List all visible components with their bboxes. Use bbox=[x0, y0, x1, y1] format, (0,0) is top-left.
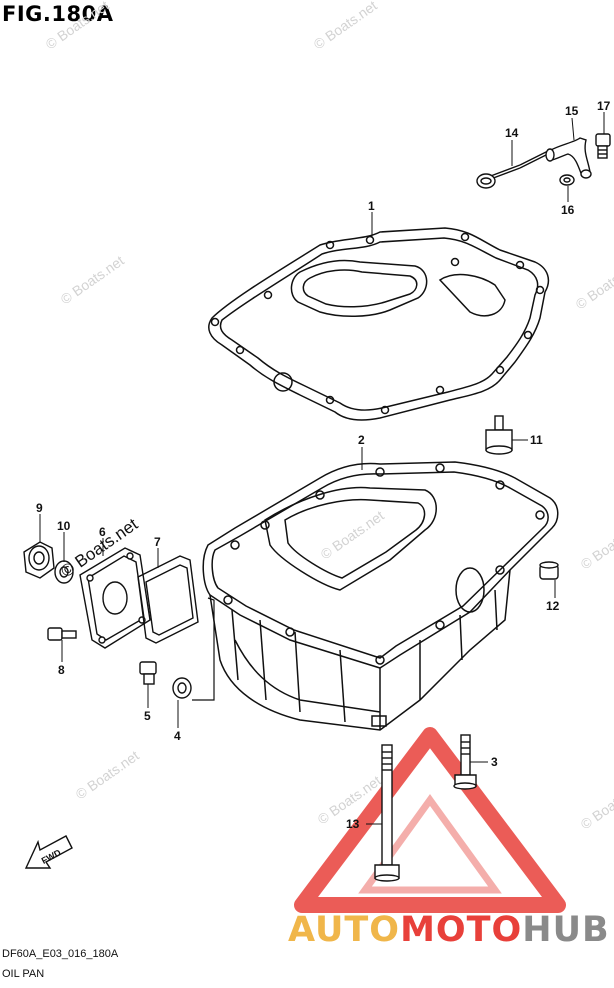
automotohub-wordmark: AUTOMOTOHUB bbox=[288, 910, 610, 950]
gasket-part bbox=[208, 227, 550, 421]
callout-9: 9 bbox=[36, 501, 43, 515]
watermark-9: © Boats.net bbox=[578, 777, 614, 832]
watermark-4: © Boats.net bbox=[573, 257, 614, 312]
callout-6: 6 bbox=[99, 525, 106, 539]
watermark-layer: © Boats.net © Boats.net © Boats.net © Bo… bbox=[43, 0, 614, 832]
callouts: 1 2 3 4 5 6 7 8 9 10 11 12 13 14 15 16 1… bbox=[36, 99, 611, 831]
cover-plate-6-part bbox=[79, 547, 151, 649]
callout-11: 11 bbox=[530, 433, 543, 447]
callout-13: 13 bbox=[346, 817, 360, 831]
bolt-3-part bbox=[453, 734, 477, 790]
washer-10-part bbox=[54, 560, 74, 584]
figure-code: DF60A_E03_016_180A bbox=[2, 948, 119, 960]
callout-5: 5 bbox=[144, 709, 151, 723]
callout-2: 2 bbox=[358, 433, 365, 447]
callout-12: 12 bbox=[546, 599, 560, 613]
callout-10: 10 bbox=[57, 519, 71, 533]
automotohub-emblem bbox=[294, 727, 566, 913]
brand-hub: HUB bbox=[522, 910, 609, 950]
callout-16: 16 bbox=[561, 203, 575, 217]
watermark-3: © Boats.net bbox=[58, 252, 127, 307]
bolt-13-part bbox=[374, 744, 400, 882]
watermark-5: © Boats.net bbox=[318, 507, 387, 562]
washer-16-part bbox=[559, 174, 575, 186]
oil-pan-part bbox=[202, 461, 559, 731]
dipstick-guide-part bbox=[545, 137, 592, 179]
callout-1: 1 bbox=[368, 199, 375, 213]
sensor-9-part bbox=[23, 541, 55, 579]
callout-17: 17 bbox=[597, 99, 611, 113]
brand-auto: AUTO bbox=[288, 910, 400, 950]
leader-lines bbox=[39, 112, 605, 825]
plug-12-part bbox=[539, 561, 559, 580]
watermark-6: © Boats.net bbox=[73, 747, 142, 802]
callout-15: 15 bbox=[565, 104, 579, 118]
svg-text:AUTOMOTOHUB: AUTOMOTOHUB bbox=[288, 910, 610, 950]
watermark-8: © Boats.net bbox=[578, 517, 614, 572]
bolt-8-part bbox=[47, 627, 77, 641]
fitting-11-part bbox=[485, 415, 513, 455]
drain-bolt-5-part bbox=[139, 661, 157, 685]
gasket-7-part bbox=[137, 555, 199, 644]
dipstick-part bbox=[476, 150, 549, 189]
brand-moto: MOTO bbox=[400, 910, 522, 950]
figure-caption: OIL PAN bbox=[2, 968, 45, 980]
watermark-2: © Boats.net bbox=[311, 0, 380, 52]
figure-title: FIG.180A bbox=[2, 2, 114, 26]
callout-4: 4 bbox=[174, 729, 181, 743]
callout-8: 8 bbox=[58, 663, 65, 677]
callout-3: 3 bbox=[491, 755, 498, 769]
bolt-17-part bbox=[595, 133, 611, 159]
fwd-arrow: FWD bbox=[24, 835, 73, 869]
washer-4-part bbox=[172, 677, 192, 699]
callout-14: 14 bbox=[505, 126, 519, 140]
watermark-1: © Boats.net bbox=[43, 0, 112, 52]
callout-7: 7 bbox=[154, 535, 161, 549]
leader-bracket bbox=[192, 597, 215, 701]
